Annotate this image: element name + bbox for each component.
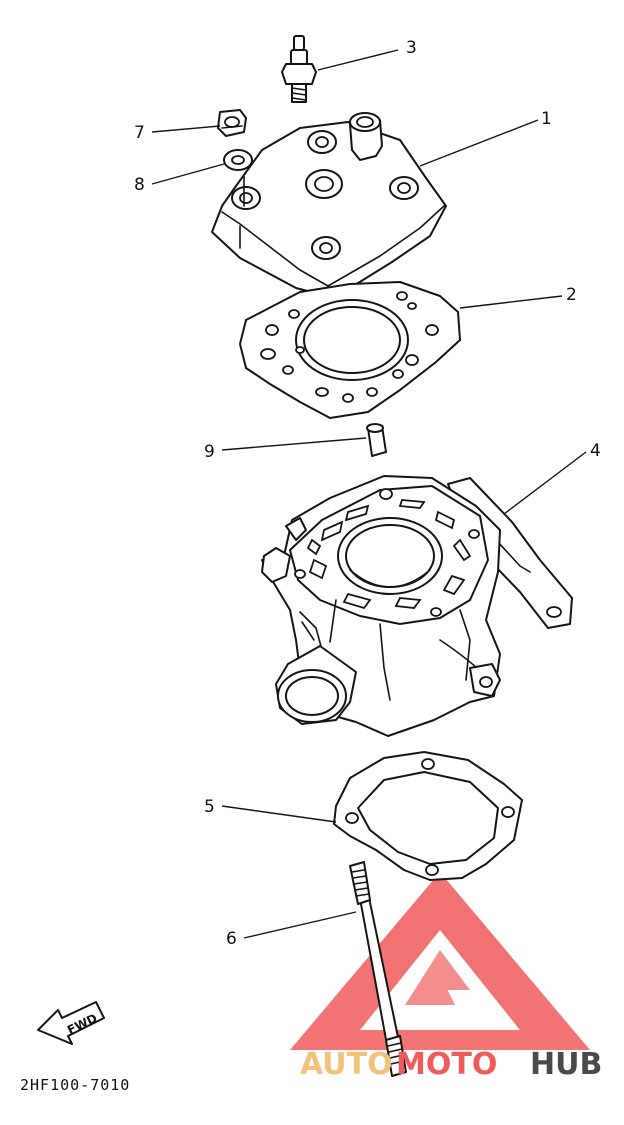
washer (223, 149, 253, 171)
callout-7: 7 (134, 123, 145, 143)
watermark-hub: HUB (530, 1047, 602, 1082)
watermark-inner-shape (405, 950, 470, 1005)
watermark-text: AUTO MOTO HUB (300, 1047, 602, 1082)
watermark-auto: AUTO (300, 1047, 393, 1082)
head-gasket (239, 281, 461, 419)
callout-5: 5 (204, 797, 215, 817)
cylinder-head (211, 112, 447, 299)
leader-lines (151, 49, 587, 939)
callout-2: 2 (566, 285, 577, 305)
watermark-logo (290, 872, 590, 1050)
callout-4: 4 (590, 441, 601, 461)
callout-9: 9 (204, 442, 215, 462)
callout-3: 3 (406, 38, 417, 58)
fwd-arrow: FWD (37, 1001, 105, 1045)
stud-bolt (349, 861, 407, 1077)
diagram-code: 2HF100-7010 (20, 1076, 130, 1094)
base-gasket (333, 751, 523, 881)
watermark-triangle (290, 872, 590, 1050)
dowel-pin (366, 423, 387, 457)
callout-1: 1 (541, 109, 552, 129)
watermark-moto: MOTO (396, 1047, 497, 1082)
cylinder (261, 475, 573, 737)
spark-plug (281, 35, 317, 103)
callout-6: 6 (226, 929, 237, 949)
callout-8: 8 (134, 175, 145, 195)
nut (217, 109, 247, 137)
